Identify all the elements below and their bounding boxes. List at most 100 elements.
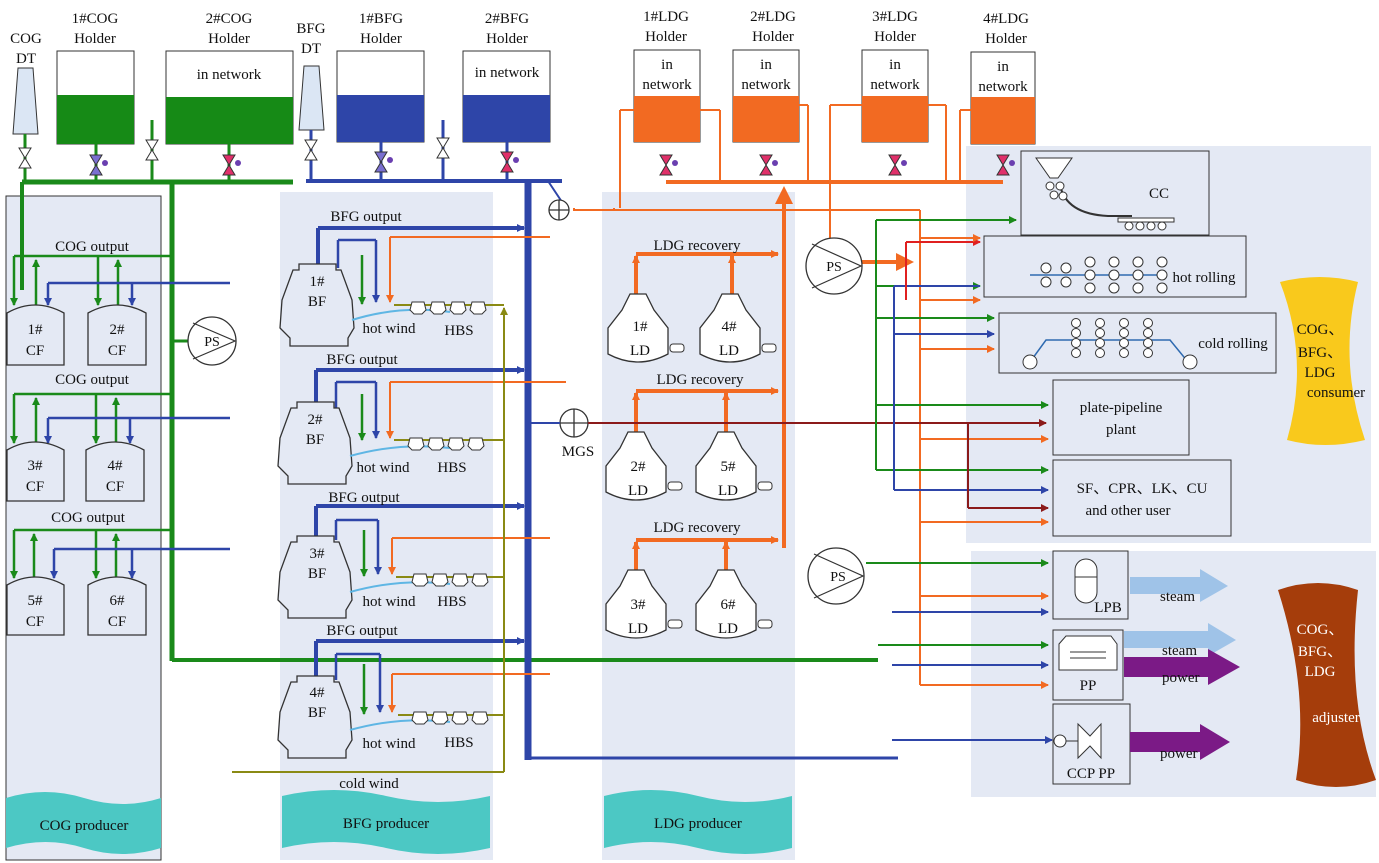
ld5-num: 5# (721, 459, 737, 475)
hot-blast-stove (429, 301, 447, 315)
valve-icon (89, 154, 103, 176)
ld-converters (605, 293, 777, 639)
hbs-3: HBS (437, 594, 466, 610)
adjuster-banner-1: COG、 (1297, 622, 1344, 638)
pp-label: PP (1080, 678, 1097, 694)
ld-trunnion (761, 343, 777, 353)
hot-wind-4: hot wind (363, 736, 416, 752)
steam-arrow-1 (1130, 569, 1228, 602)
roller (1060, 276, 1072, 288)
valve-icon (436, 137, 450, 159)
ldg-pipes (573, 104, 1003, 685)
adjuster-ps-label: PS (830, 570, 846, 585)
valve-icon (145, 139, 159, 161)
cog-dt-label-2: DT (16, 51, 36, 67)
bf4-name: BF (308, 705, 326, 721)
steam-label-2: steam (1162, 643, 1197, 659)
roller (1108, 282, 1120, 294)
hbs-4: HBS (444, 735, 473, 751)
bfg1-label-2: Holder (360, 31, 402, 47)
adjuster-ps-triangle (813, 553, 865, 599)
hot-blast-stove (411, 711, 429, 725)
hot-rolling-rollers (1040, 256, 1168, 294)
cf2-num: 2# (110, 322, 126, 338)
bfg-ldg-feeds (386, 236, 566, 713)
valve-icon (888, 154, 902, 176)
ldg-recovery-2: LDG recovery (656, 372, 744, 388)
cf6-num: 6# (110, 593, 126, 609)
cf5-name: CF (26, 614, 44, 630)
mgs-label: MGS (562, 444, 595, 460)
hot-blast-stove (451, 573, 469, 587)
ccp-turbine-icon (1077, 722, 1102, 760)
bfg-output-3: BFG output (328, 490, 400, 506)
hbs-2: HBS (437, 460, 466, 476)
ld-converter-vessel (607, 293, 669, 363)
lpb-boiler-icon (1074, 558, 1098, 604)
bf1-name: BF (308, 294, 326, 310)
bfg2-level (463, 95, 550, 142)
hot-blast-stove (407, 437, 425, 451)
bfg1-label-1: 1#BFG (359, 11, 403, 27)
hot-rolling-label: hot rolling (1173, 270, 1236, 286)
ldg3-status-1: in (889, 57, 901, 73)
adjuster-banner-3: LDG (1305, 664, 1336, 680)
ld-converter-vessel (605, 569, 667, 639)
bfg-producer-banner (282, 790, 490, 854)
ldg1-level (634, 96, 700, 142)
roller (1084, 282, 1096, 294)
bf3-num: 3# (310, 546, 326, 562)
cog1-label-1: 1#COG (72, 11, 119, 27)
ldg2-label-2: Holder (752, 29, 794, 45)
roller (1143, 338, 1153, 348)
hot-wind-1: hot wind (363, 321, 416, 337)
ld1-name: LD (630, 343, 650, 359)
bfg1-level (337, 95, 424, 142)
valve-actuator-icon (672, 160, 678, 166)
roller (1143, 328, 1153, 338)
roller (1119, 338, 1129, 348)
valve-actuator-icon (235, 160, 241, 166)
hot-wind-3: hot wind (363, 594, 416, 610)
roller (1040, 276, 1052, 288)
cf1-name: CF (26, 343, 44, 359)
valve-actuator-icon (513, 157, 519, 163)
other-users-label-2: and other user (1086, 503, 1171, 519)
cog-output-2: COG output (55, 372, 130, 388)
cog-dt-label-1: COG (10, 31, 42, 47)
ldg2-holder-group: 2#LDG Holder in network (732, 9, 800, 143)
bf3-name: BF (308, 566, 326, 582)
cf3-name: CF (26, 479, 44, 495)
ldg1-label-1: 1#LDG (643, 9, 689, 25)
ld6-num: 6# (721, 597, 737, 613)
bfg-dt-tower (298, 65, 325, 131)
roller (1108, 269, 1120, 281)
lpb-label: LPB (1094, 600, 1122, 616)
ld6-name: LD (718, 621, 738, 637)
cc-strand-icon (1059, 184, 1132, 217)
cog-dt-tower (12, 67, 39, 135)
cog-ps-label: PS (204, 335, 220, 350)
ld4-name: LD (719, 343, 739, 359)
consumer-banner-3: LDG (1305, 365, 1336, 381)
roller (1119, 348, 1129, 358)
hot-blast-stove (451, 711, 469, 725)
bf2-name: BF (306, 432, 324, 448)
cf3-num: 3# (28, 458, 44, 474)
ldg4-label-1: 4#LDG (983, 11, 1029, 27)
valve-actuator-icon (387, 157, 393, 163)
hot-blast-stove (449, 301, 467, 315)
ldg2-status-2: network (741, 77, 791, 93)
power-arrow-1 (1124, 649, 1240, 685)
other-users-box (1052, 459, 1232, 537)
roller (1156, 282, 1168, 294)
roller (1156, 256, 1168, 268)
valve-actuator-icon (772, 160, 778, 166)
ldg4-holder-group: 4#LDG Holder in network (970, 11, 1036, 145)
roller (1108, 256, 1120, 268)
plate-pipeline-box (1052, 379, 1190, 456)
roller (1095, 318, 1105, 328)
cf1-num: 1# (28, 322, 44, 338)
cog-output-lines (10, 254, 230, 579)
